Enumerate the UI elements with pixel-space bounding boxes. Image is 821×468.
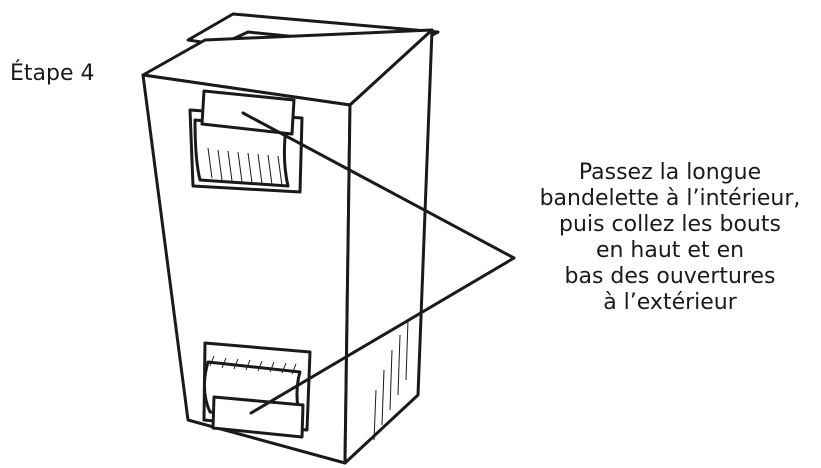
callout-text: Passez la longue bandelette à l’intérieu… — [520, 160, 820, 316]
step-label: Étape 4 — [10, 61, 95, 86]
upper-strip — [193, 118, 290, 188]
callout-pointer-upper — [241, 111, 516, 260]
callout-line: Passez la longue — [578, 160, 762, 185]
callout-pointer-lower — [249, 256, 516, 415]
callout-line: bandelette à l’intérieur, — [539, 186, 801, 211]
callout-line: en haut et en — [595, 238, 745, 263]
upper-tab — [200, 89, 296, 136]
callout-line: bas des ouvertures — [564, 264, 776, 289]
lower-tab — [211, 395, 305, 439]
callout-line: puis collez les bouts — [559, 212, 781, 237]
box-side-face — [343, 28, 434, 465]
callout-line: à l’extérieur — [603, 290, 737, 315]
